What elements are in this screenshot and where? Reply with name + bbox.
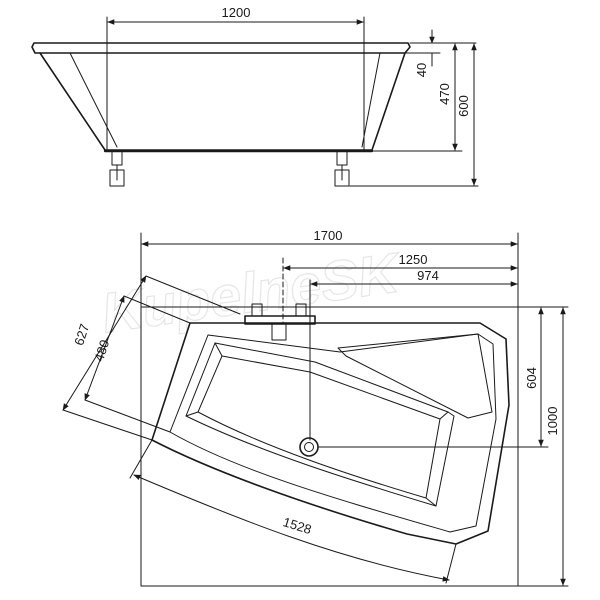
drain-inner [304,442,314,452]
side-view: 1200 40 470 600 [31,5,479,187]
faucet-icon [244,303,316,341]
dim-1528-label: 1528 [281,514,313,537]
dim-480-ext-bottom [84,399,171,433]
dim-480-line [84,295,125,401]
dim-1528-line [133,474,450,582]
dim-1250-label: 1250 [399,252,428,267]
dim-1000-label: 1000 [545,407,560,436]
top-outer-shell [151,322,510,545]
dim-470-label: 470 [437,83,452,105]
dim-1528-ext-right [445,543,457,584]
dim-627-ext-bottom [62,409,153,441]
side-inner-wall [69,52,381,148]
dim-627-label: 627 [71,322,92,347]
dim-604-label: 604 [524,367,539,389]
top-backrest [337,333,493,419]
top-basin-corners [185,342,449,507]
dim-480-label: 480 [91,338,112,363]
side-rim [31,42,411,54]
top-view: 1700 1250 974 1000 604 627 480 1528 [62,228,569,587]
watermark-text: KupelneSK [98,240,406,344]
dim-1528-ext-left [129,439,153,479]
dim-40-label: 40 [414,63,429,77]
dim-1700-label: 1700 [314,228,343,243]
dim-600-label: 600 [456,95,471,117]
side-foot-right [334,150,350,187]
top-basin-outer [185,342,455,507]
dim-974-label: 974 [417,268,439,283]
side-foot-left [109,150,125,187]
dim-627-ext-top [145,275,241,315]
dim-1200-label: 1200 [222,5,251,20]
dim-480-ext-top [123,295,191,324]
drain-icon [299,437,319,457]
